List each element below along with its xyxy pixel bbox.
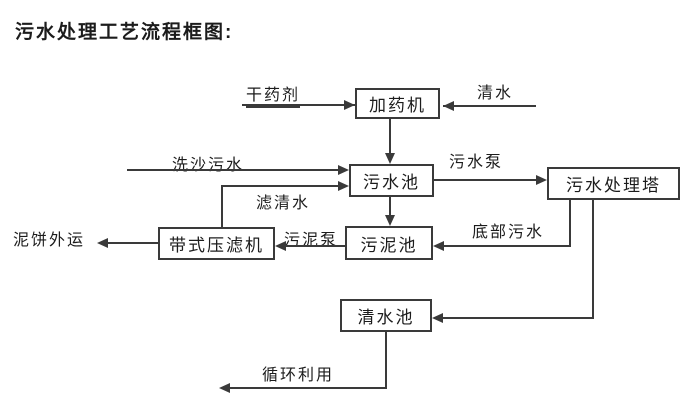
line-clean-water (443, 105, 536, 107)
line-filtered-water (221, 185, 340, 187)
label-sewage-pump: 污水泵 (449, 154, 504, 171)
arrowhead-right-icon (338, 165, 349, 175)
arrowhead-left-icon (443, 101, 454, 111)
label-filtered-water: 滤清水 (256, 195, 311, 212)
arrowhead-left-icon (432, 313, 443, 323)
node-dosing-machine: 加药机 (355, 88, 440, 119)
node-sewage-pool: 污水池 (349, 164, 434, 197)
page-title: 污水处理工艺流程框图: (15, 22, 234, 43)
label-dry-agent: 干药剂 (246, 81, 301, 108)
arrowhead-left-icon (97, 238, 108, 248)
node-sewage-treatment-tower: 污水处理塔 (547, 167, 680, 200)
arrowhead-left-icon (433, 241, 444, 251)
line-recycle (227, 387, 387, 389)
line-bottom-sewage (441, 245, 571, 247)
line-tower-to-clean-pool-drop (592, 200, 594, 319)
node-belt-filter-press: 带式压滤机 (158, 227, 275, 260)
arrowhead-left-icon (219, 383, 230, 393)
line-sludge-pump (283, 245, 345, 247)
line-tower-to-clean-pool (440, 317, 594, 319)
label-recycle-use: 循环利用 (262, 367, 335, 384)
label-mud-cake-transport: 泥饼外运 (13, 232, 86, 249)
arrowhead-right-icon (536, 175, 547, 185)
label-bottom-sewage: 底部污水 (472, 224, 545, 241)
label-sand-wash-sewage: 洗沙污水 (172, 157, 245, 174)
line-dosing-to-sewage-pool (389, 119, 391, 159)
arrowhead-down-icon (385, 215, 395, 226)
line-sewage-pump (434, 179, 538, 181)
arrowhead-left-icon (275, 241, 286, 251)
line-mud-cake (105, 242, 158, 244)
line-filtered-water-riser (221, 185, 223, 227)
line-recycle-drop (385, 332, 387, 389)
label-clean-water: 清水 (477, 85, 514, 102)
line-dry-agent (242, 104, 355, 106)
line-sewage-to-sludge (389, 197, 391, 219)
node-clean-water-pool: 清水池 (340, 299, 432, 332)
arrowhead-down-icon (385, 153, 395, 164)
node-sludge-pool: 污泥池 (345, 226, 433, 260)
label-sludge-pump: 污泥泵 (284, 232, 339, 249)
line-sand-wash-sewage (127, 169, 341, 171)
arrowhead-right-icon (338, 181, 349, 191)
line-bottom-sewage-drop (569, 200, 571, 247)
arrowhead-right-icon (344, 100, 355, 110)
